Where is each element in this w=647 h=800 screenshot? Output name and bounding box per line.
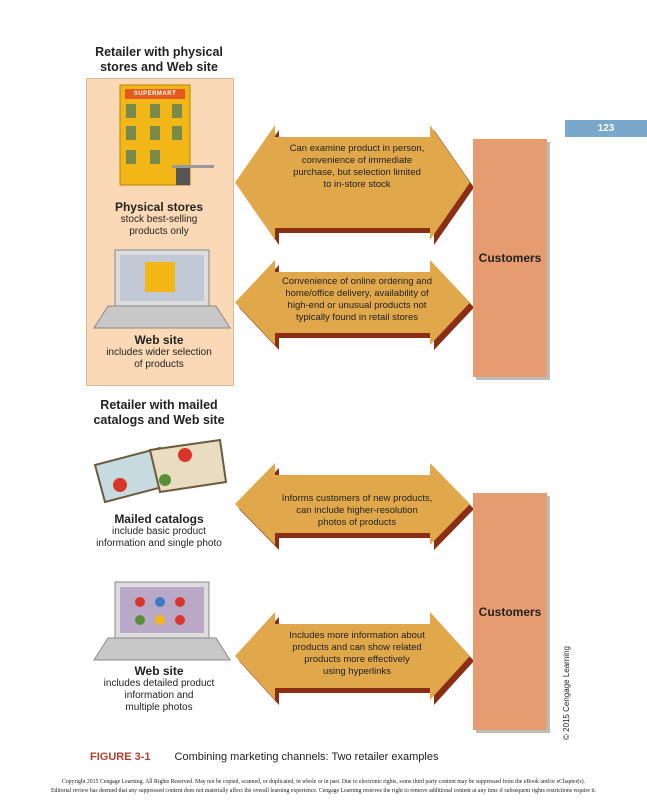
store-sign: SUPERMART bbox=[133, 91, 177, 97]
arrow-line: using hyperlinks bbox=[322, 666, 392, 677]
label-line: include basic product bbox=[112, 526, 206, 537]
double-arrow-catalog bbox=[235, 463, 470, 545]
label-heading: Mailed catalogs bbox=[114, 512, 204, 526]
store-building-icon bbox=[119, 84, 214, 186]
arrow-line: purchase, but selection limited bbox=[293, 167, 421, 178]
arrow-line: Convenience of online ordering and bbox=[282, 276, 432, 287]
arrow-line: Includes more information about bbox=[289, 630, 425, 641]
footer-line: Copyright 2015 Cengage Learning. All Rig… bbox=[61, 779, 586, 785]
top-section-title: Retailer with physical stores and Web si… bbox=[86, 45, 232, 75]
arrow-line: to in-store stock bbox=[323, 179, 391, 190]
footer-line: Editorial review has deemed that any sup… bbox=[50, 788, 597, 794]
arrow-line: convenience of immediate bbox=[301, 155, 413, 166]
arrow-line: typically found in retail stores bbox=[296, 312, 418, 323]
arrow-text-catalog: Informs customers of new products,can in… bbox=[262, 493, 452, 529]
arrow-line: home/office delivery, availability of bbox=[285, 288, 429, 299]
label-line: information and bbox=[124, 690, 194, 701]
label-line: includes wider selection bbox=[106, 347, 212, 358]
title-line: Retailer with mailed bbox=[100, 398, 218, 412]
laptop-catalog-site-icon bbox=[93, 581, 231, 661]
arrow-line: Can examine product in person, bbox=[289, 143, 425, 154]
arrow-line: photos of products bbox=[317, 517, 397, 528]
arrow-line: can include higher-resolution bbox=[296, 505, 418, 516]
arrow-line: Informs customers of new products, bbox=[281, 493, 433, 504]
label-line: multiple photos bbox=[125, 702, 193, 713]
label-heading: Web site bbox=[134, 333, 184, 347]
customers-box-bottom: Customers bbox=[473, 493, 547, 730]
page-number-tab: 123 bbox=[565, 120, 647, 137]
double-arrow-physical bbox=[235, 125, 470, 240]
customers-box-top: Customers bbox=[473, 139, 547, 377]
physical-stores-label: Physical stores stock best-selling produ… bbox=[86, 200, 232, 238]
copyright-credit: © 2015 Cengage Learning bbox=[562, 646, 571, 740]
title-line: catalogs and Web site bbox=[93, 413, 225, 427]
bottom-section-title: Retailer with mailed catalogs and Web si… bbox=[86, 398, 232, 428]
web-site-detailed-label: Web site includes detailed product infor… bbox=[86, 664, 232, 714]
title-line: stores and Web site bbox=[100, 60, 218, 74]
label-line: includes detailed product bbox=[103, 678, 215, 689]
label-line: products only bbox=[129, 226, 189, 237]
label-line: stock best-selling bbox=[120, 214, 198, 225]
figure-label: FIGURE 3-1 bbox=[90, 751, 151, 763]
arrow-line: high-end or unusual products not bbox=[287, 300, 427, 311]
label-heading: Web site bbox=[134, 664, 184, 678]
arrow-line: products more effectively bbox=[304, 654, 410, 665]
web-site-label: Web site includes wider selection of pro… bbox=[86, 333, 232, 371]
laptop-store-site-icon bbox=[93, 249, 231, 329]
label-line: of products bbox=[134, 359, 184, 370]
mailed-catalogs-label: Mailed catalogs include basic product in… bbox=[86, 512, 232, 550]
arrow-line: products and can show related bbox=[292, 642, 422, 653]
double-arrow-web-detailed bbox=[235, 612, 470, 700]
figure-caption: FIGURE 3-1 Combining marketing channels: … bbox=[90, 751, 438, 763]
title-line: Retailer with physical bbox=[95, 45, 223, 59]
double-arrow-web bbox=[235, 260, 470, 345]
arrow-text-physical: Can examine product in person,convenienc… bbox=[262, 143, 452, 191]
copyright-footer: Copyright 2015 Cengage Learning. All Rig… bbox=[0, 778, 647, 796]
catalog-icon bbox=[93, 438, 228, 504]
label-line: information and single photo bbox=[96, 538, 222, 549]
figure-caption-text: Combining marketing channels: Two retail… bbox=[174, 751, 439, 763]
label-heading: Physical stores bbox=[114, 200, 204, 214]
